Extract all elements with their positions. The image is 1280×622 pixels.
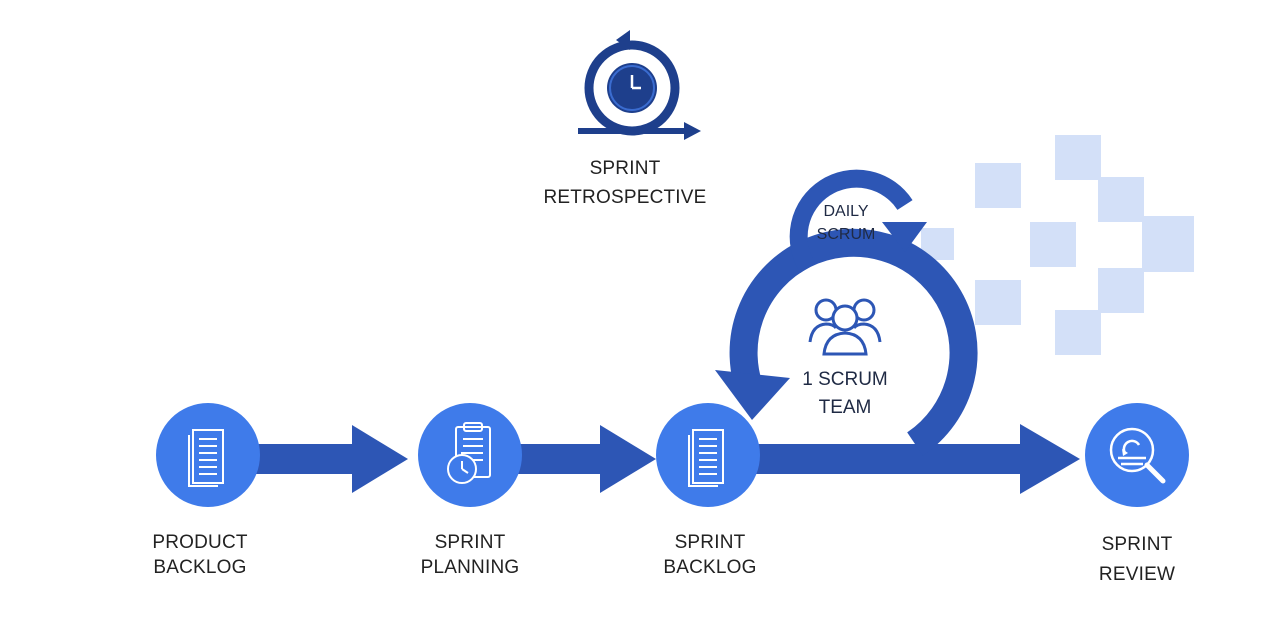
retrospective-label-line1: SPRINT (589, 158, 661, 179)
sprint-loop-arrowhead (715, 370, 790, 420)
daily-scrum-label-line1: DAILY (823, 203, 869, 220)
stage-circle (156, 403, 260, 507)
daily-scrum-label-line2: SCRUM (816, 226, 876, 243)
sprint-backlog-label-line1: SPRINT (674, 532, 746, 553)
deco-square (1098, 177, 1144, 222)
sprint-backlog-label: SPRINT BACKLOG (640, 530, 780, 580)
daily-scrum-loop (789, 169, 927, 273)
stage-circle (1085, 403, 1189, 507)
arrow-backlog-to-planning (255, 425, 408, 493)
sprint-planning-label-line1: SPRINT (434, 532, 506, 553)
deco-square (975, 280, 1021, 325)
deco-square (1055, 135, 1101, 180)
scrum-team-label-line1: 1 SCRUM (802, 369, 888, 390)
sprint-cycle-loop (715, 228, 978, 456)
retrospective-label: SPRINT RETROSPECTIVE (540, 156, 710, 210)
clipboard-stopwatch-icon (447, 422, 491, 484)
stage-nodes (156, 403, 1189, 507)
stage-node-product-backlog (156, 403, 260, 507)
sprint-planning-label-line2: PLANNING (420, 557, 520, 578)
sprint-planning-label: SPRINT PLANNING (400, 530, 540, 580)
stage-node-sprint-backlog (656, 403, 760, 507)
stage-node-sprint-review (1085, 403, 1189, 507)
sprint-review-label-line1: SPRINT (1101, 534, 1173, 555)
decorative-squares (921, 135, 1194, 355)
sprint-backlog-label-line2: BACKLOG (663, 557, 757, 578)
arrow-sprint-backlog-to-review (755, 424, 1080, 494)
daily-scrum-label: DAILY SCRUM (800, 200, 892, 246)
daily-loop-arrowhead (882, 222, 927, 252)
product-backlog-label-line2: BACKLOG (153, 557, 247, 578)
arrow-planning-to-sprint-backlog (515, 425, 656, 493)
stage-circle (656, 403, 760, 507)
document-icon (188, 429, 224, 487)
clock-cycle-icon (578, 30, 701, 140)
flow-arrows (255, 424, 1080, 494)
stage-circle (418, 403, 522, 507)
retrospective-label-line2: RETROSPECTIVE (543, 187, 707, 208)
deco-square (1098, 268, 1144, 313)
stage-node-sprint-planning (418, 403, 522, 507)
deco-square (1055, 310, 1101, 355)
product-backlog-label: PRODUCT BACKLOG (130, 530, 270, 580)
scrum-team-label: 1 SCRUM TEAM (785, 366, 905, 422)
product-backlog-label-line1: PRODUCT (152, 532, 248, 553)
document-icon (688, 429, 724, 487)
daily-loop-arc (789, 169, 913, 273)
deco-square (975, 163, 1021, 208)
deco-square (1142, 216, 1194, 272)
magnifier-review-icon (1109, 427, 1166, 484)
deco-square (1030, 222, 1076, 267)
sprint-review-label-line2: REVIEW (1098, 564, 1176, 585)
sprint-loop-arc (729, 228, 978, 456)
team-people-icon (808, 298, 882, 356)
scrum-team-label-line2: TEAM (818, 397, 872, 418)
sprint-review-label: SPRINT REVIEW (1067, 530, 1207, 590)
